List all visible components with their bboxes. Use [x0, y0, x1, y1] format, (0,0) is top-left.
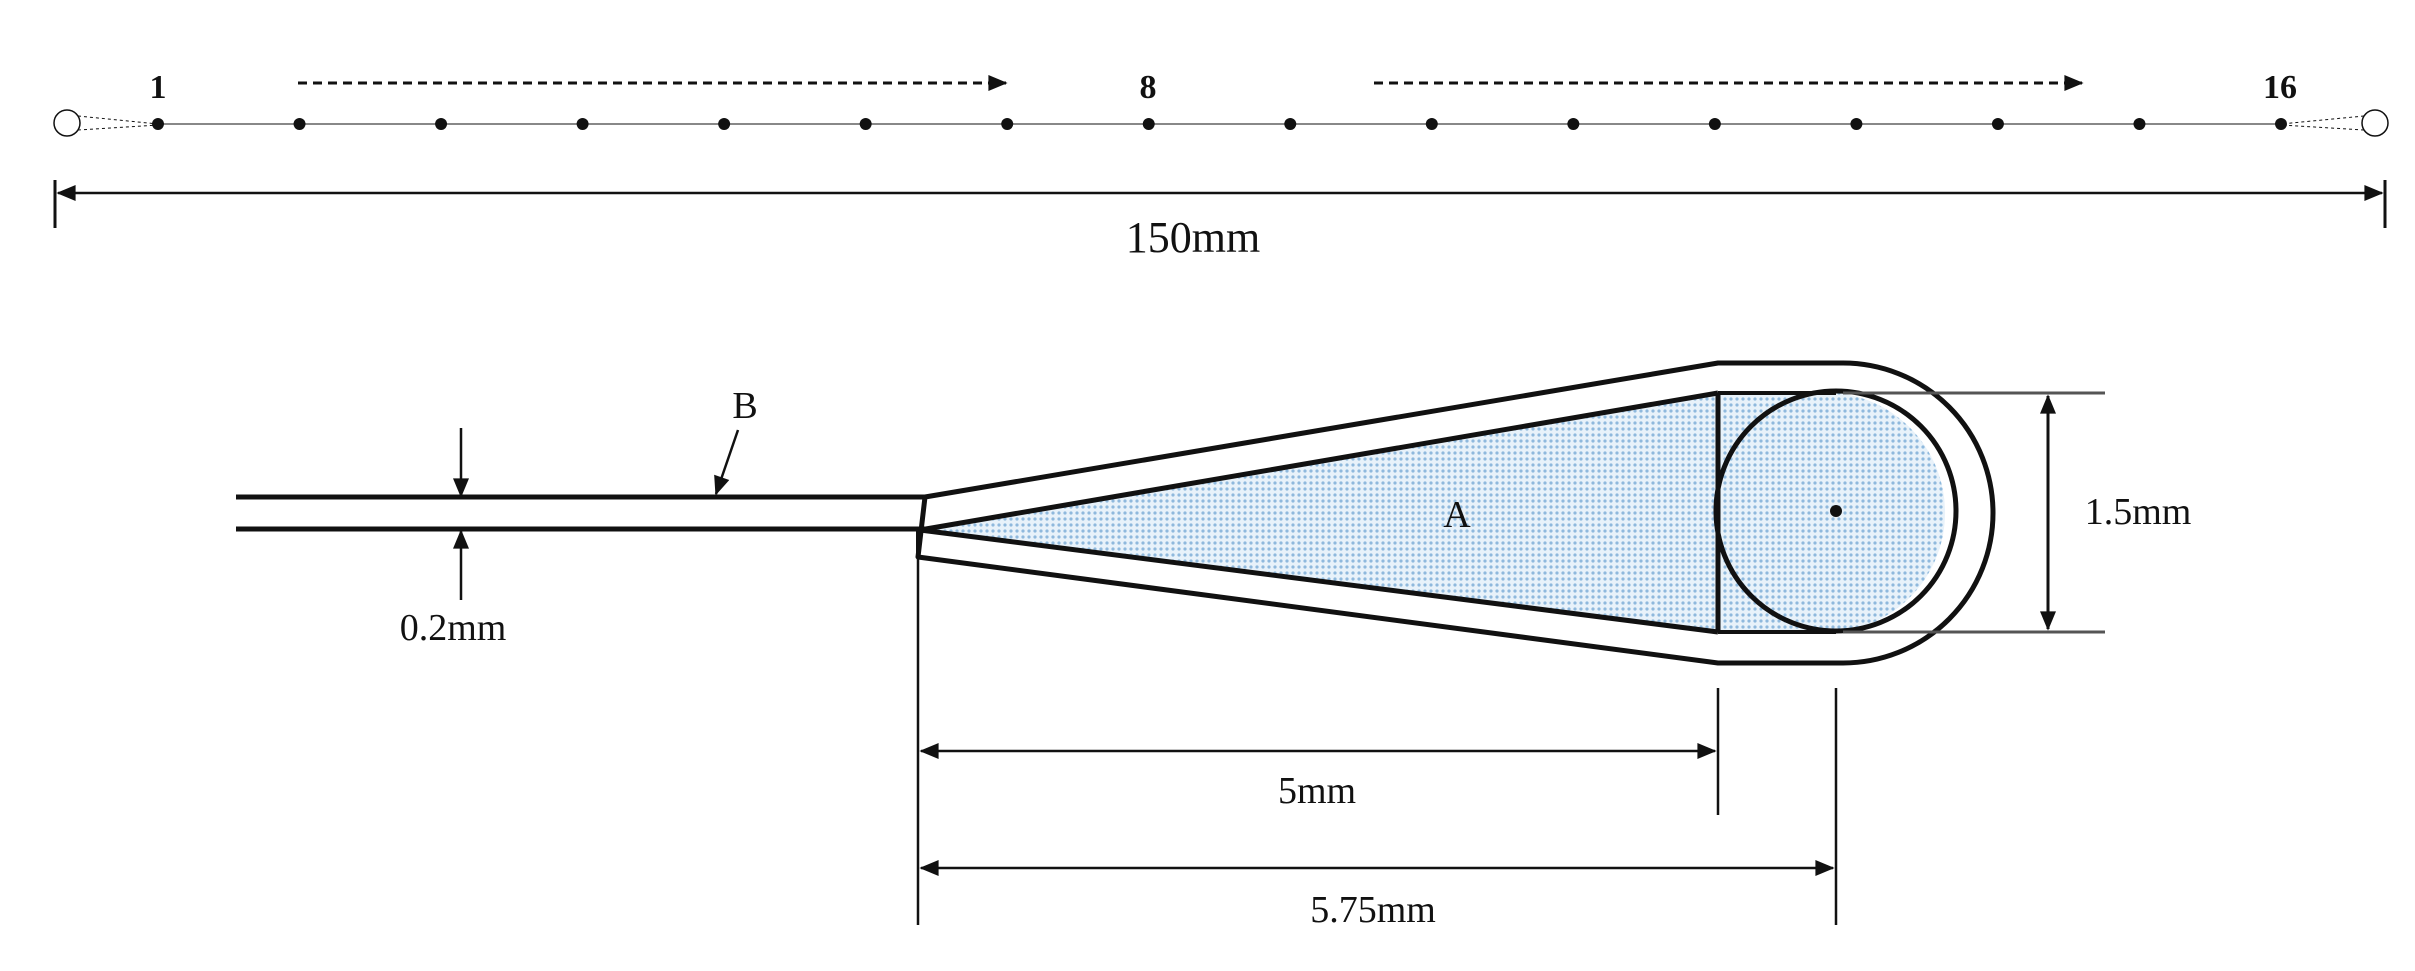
sensor-dot	[152, 118, 164, 130]
sensor-dot	[1991, 118, 2004, 130]
sensor-dot	[1001, 118, 1014, 130]
sensor-label-1: 1	[150, 69, 167, 106]
sensor-dot	[1425, 118, 1438, 130]
sensor-label-8: 8	[1140, 69, 1157, 106]
sensor-dot	[1567, 118, 1580, 130]
strip-length-dimension	[53, 180, 2387, 228]
cross-section-detail: A B 0.2mm 1.5mm 5mm 5.75mm	[236, 360, 2192, 931]
length-575mm-label: 5.75mm	[1310, 889, 1436, 931]
region-b-label: B	[732, 385, 757, 427]
sensor-dot	[1850, 118, 1863, 130]
length-575mm-dimension	[919, 688, 1838, 925]
sensor-dots	[152, 118, 2287, 130]
sensor-dot	[1284, 118, 1297, 130]
sensor-dot	[435, 118, 448, 130]
left-end-loop	[53, 109, 159, 137]
sensor-dot	[2133, 118, 2146, 130]
strip-length-label: 150mm	[1126, 213, 1260, 262]
sensor-dot	[859, 118, 872, 130]
height-label: 1.5mm	[2085, 491, 2192, 533]
sensor-dot	[718, 118, 731, 130]
sensor-strip-top: 1 8 16 150mm	[53, 69, 2389, 262]
tube-circle	[1713, 388, 1959, 634]
sensor-dot	[1142, 118, 1155, 130]
sensor-label-16: 16	[2263, 69, 2297, 106]
sensor-dot	[1708, 118, 1721, 130]
region-a-label: A	[1443, 494, 1471, 536]
sensor-dot	[2275, 118, 2287, 130]
tube-box-fill	[1718, 393, 1836, 632]
sensor-dot	[293, 118, 306, 130]
right-end-loop	[2280, 109, 2389, 137]
sensor-dot	[576, 118, 589, 130]
height-dimension	[1843, 391, 2105, 634]
length-5mm-label: 5mm	[1278, 770, 1356, 812]
length-5mm-dimension	[916, 558, 1720, 925]
thickness-label: 0.2mm	[400, 607, 507, 649]
region-a-fill	[920, 393, 1718, 632]
envelope-outer	[915, 360, 1996, 666]
tube-center-dot	[1830, 505, 1842, 517]
tube-right-fill	[1836, 393, 1946, 632]
region-b-leader	[714, 429, 740, 496]
